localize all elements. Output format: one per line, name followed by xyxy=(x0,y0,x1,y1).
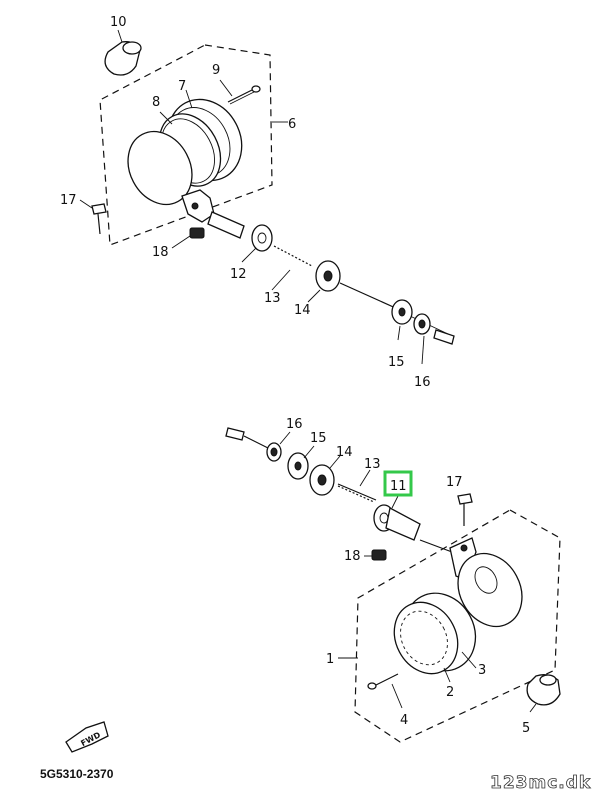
label-14-lower: 14 xyxy=(336,445,353,460)
label-4: 4 xyxy=(400,713,408,728)
label-8: 8 xyxy=(152,95,160,110)
label-13-lower: 13 xyxy=(364,457,381,472)
wire-lower xyxy=(225,427,453,553)
label-9: 9 xyxy=(212,63,220,78)
grommet-part-16-upper[interactable] xyxy=(413,313,455,365)
housing-bracket-upper[interactable] xyxy=(181,189,215,223)
label-15-upper: 15 xyxy=(388,355,405,370)
lower-turn-signal-assembly xyxy=(225,427,561,743)
bulb-part-5[interactable] xyxy=(526,674,561,713)
watermark-text: 123mc.dk xyxy=(490,773,591,793)
label-7: 7 xyxy=(178,79,186,94)
bulb-part-10[interactable] xyxy=(104,29,142,76)
nut-part-18-upper[interactable] xyxy=(171,227,205,249)
grommet-part-12[interactable] xyxy=(241,224,273,263)
label-16-upper: 16 xyxy=(414,375,431,390)
spring-part-13-lower[interactable] xyxy=(337,469,375,503)
bolt-part-17-upper[interactable] xyxy=(79,199,107,235)
washer-part-14-lower[interactable] xyxy=(309,455,341,496)
grommet-part-16-lower[interactable] xyxy=(266,431,291,462)
grommet-part-11[interactable] xyxy=(373,495,421,541)
washer-part-15-lower[interactable] xyxy=(287,445,315,480)
label-17-lower: 17 xyxy=(446,475,463,490)
label-12: 12 xyxy=(230,267,247,282)
label-10: 10 xyxy=(110,15,127,30)
housing-lower[interactable] xyxy=(446,542,535,637)
spring-part-13-upper[interactable] xyxy=(271,245,313,291)
label-3: 3 xyxy=(478,663,486,678)
diagram-code: 5G5310-2370 xyxy=(40,767,114,781)
washer-part-15-upper[interactable] xyxy=(391,299,413,341)
highlight-part-11 xyxy=(383,470,413,497)
label-6: 6 xyxy=(288,117,296,132)
stem-upper[interactable] xyxy=(207,211,245,239)
front-direction-arrow-icon: FWD xyxy=(65,721,109,753)
label-13-upper: 13 xyxy=(264,291,281,306)
lower-assembly-boundary xyxy=(354,509,561,743)
nut-part-18-lower[interactable] xyxy=(364,549,387,561)
label-5: 5 xyxy=(522,721,530,736)
label-11: 11 xyxy=(390,479,407,494)
upper-turn-signal-assembly xyxy=(79,29,455,365)
label-16-lower: 16 xyxy=(286,417,303,432)
label-18-upper: 18 xyxy=(152,245,169,260)
lens-part-2[interactable] xyxy=(382,591,470,685)
label-17-upper: 17 xyxy=(60,193,77,208)
bolt-part-17-lower[interactable] xyxy=(457,493,473,526)
label-2: 2 xyxy=(446,685,454,700)
screw-part-4[interactable] xyxy=(367,673,403,709)
label-18-lower: 18 xyxy=(344,549,361,564)
label-1: 1 xyxy=(326,652,334,667)
label-14-upper: 14 xyxy=(294,303,311,318)
label-15-lower: 15 xyxy=(310,431,327,446)
washer-part-14-upper[interactable] xyxy=(307,260,341,303)
screw-part-9[interactable] xyxy=(219,79,261,105)
lens-upper[interactable] xyxy=(116,120,205,215)
